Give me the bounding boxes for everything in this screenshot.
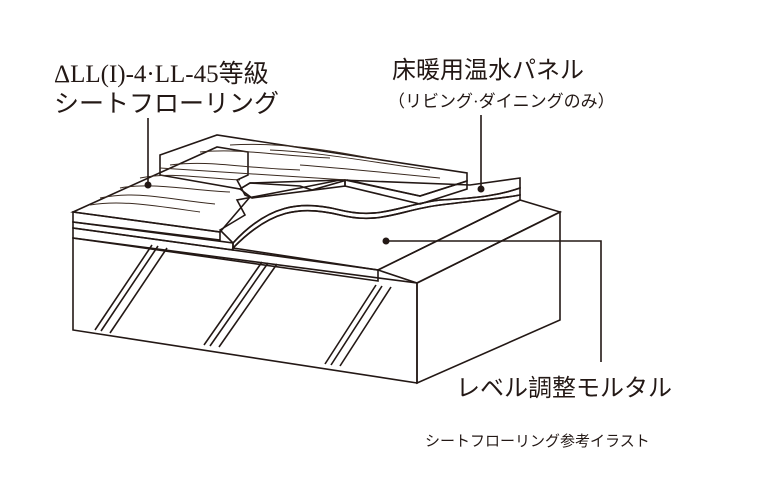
label-mortar: レベル調整モルタル — [456, 375, 672, 402]
leader-dot-panel — [477, 185, 485, 193]
caption: シートフローリング参考イラスト — [425, 433, 650, 450]
label-heating-panel-note: （リビング·ダイニングのみ） — [388, 92, 615, 111]
label-flooring-grade: ΔLL(I)-4·LL-45等級 — [54, 60, 269, 88]
label-heating-panel: 床暖用温水パネル — [392, 57, 584, 84]
leader-dot-mortar — [382, 237, 390, 245]
leader-lines — [144, 115, 602, 362]
leader-dot-flooring — [144, 181, 152, 189]
heating-panel-layer — [72, 177, 521, 251]
wood-flooring — [70, 134, 468, 241]
label-flooring-type: シートフローリング — [54, 90, 279, 118]
concrete-slab — [72, 199, 563, 385]
